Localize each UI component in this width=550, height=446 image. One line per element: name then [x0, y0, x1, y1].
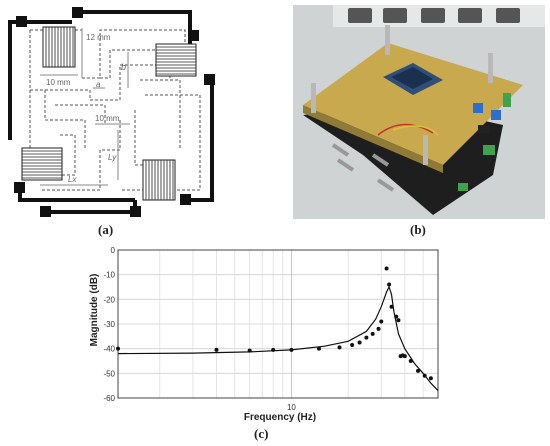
label-a: a [96, 80, 101, 89]
data-point [376, 326, 381, 331]
trace-right [185, 78, 214, 202]
label-12mm: 12 mm [86, 33, 111, 42]
data-point [394, 314, 399, 319]
frequency-response-chart: 0 -10 -20 -30 -40 -50 -60 10 Frequency (Hz) Mag… [85, 240, 550, 441]
data-point [116, 346, 120, 351]
coil-block-3 [21, 147, 63, 181]
measured-points-series [116, 266, 433, 381]
data-point [364, 335, 369, 340]
y-tick-label: -40 [103, 345, 115, 354]
pad-3 [188, 30, 199, 41]
data-point [316, 346, 321, 351]
circuit-board-photo [293, 5, 545, 219]
data-point [350, 342, 355, 347]
coil-block-2 [155, 43, 197, 77]
data-point [402, 354, 407, 359]
data-point [337, 345, 342, 350]
caption-a: (a) [98, 222, 114, 237]
chart-svg: 0 -10 -20 -30 -40 -50 -60 10 Frequency (Hz) Mag… [89, 246, 439, 423]
trace-left [8, 20, 22, 140]
y-axis-label: Magnitude (dB) [89, 274, 100, 347]
label-lx: Lx [68, 175, 77, 184]
data-point [416, 368, 421, 373]
grid [118, 249, 439, 399]
pad-7 [180, 194, 191, 205]
x-tick-label: 10 [287, 403, 296, 412]
sensor-layout-diagram: 12 mm b 10 mm a 10 mm Ly Lx [0, 0, 235, 235]
pad-2 [16, 16, 27, 27]
axes: 0 -10 -20 -30 -40 -50 -60 10 [103, 246, 439, 412]
trace-bottom-left [18, 185, 135, 202]
data-point [247, 348, 252, 353]
model-line [117, 285, 439, 392]
pad-5 [14, 182, 25, 193]
x-axis-label: Frequency (Hz) [244, 412, 316, 423]
data-point [357, 340, 362, 345]
data-point [379, 319, 384, 324]
pad-1 [72, 7, 83, 18]
pad-8 [130, 206, 141, 217]
model-line-series [117, 285, 439, 392]
label-10mm-left: 10 mm [46, 78, 71, 87]
y-tick-label: -60 [103, 394, 115, 403]
pad-4 [204, 74, 215, 85]
coil-block-4 [142, 159, 176, 201]
y-tick-label: -20 [103, 295, 115, 304]
coil-block-1 [42, 26, 76, 68]
y-tick-label: -30 [103, 320, 115, 329]
data-point [370, 331, 375, 336]
y-tick-label: -50 [103, 369, 115, 378]
data-point [389, 304, 394, 309]
trace-top [78, 10, 192, 38]
label-ly: Ly [108, 153, 117, 162]
data-point [214, 347, 219, 352]
data-point [396, 318, 401, 323]
data-point [422, 373, 427, 378]
pad-6 [40, 206, 51, 217]
data-point [384, 266, 389, 271]
y-tick-label: 0 [111, 246, 116, 255]
device-photo [293, 5, 545, 219]
data-point [387, 282, 392, 287]
caption-c: (c) [254, 426, 269, 441]
diagram-svg: 12 mm b 10 mm a 10 mm Ly Lx [8, 7, 215, 217]
y-tick-label: -10 [103, 271, 115, 280]
data-point [408, 359, 413, 363]
plot-frame [117, 249, 439, 399]
dimension-arrows [40, 28, 130, 186]
data-point [289, 347, 294, 352]
caption-b: (b) [410, 222, 426, 237]
label-10mm-mid: 10 mm [95, 114, 120, 123]
label-b: b [121, 62, 126, 72]
data-point [428, 376, 433, 381]
data-point [271, 347, 276, 352]
